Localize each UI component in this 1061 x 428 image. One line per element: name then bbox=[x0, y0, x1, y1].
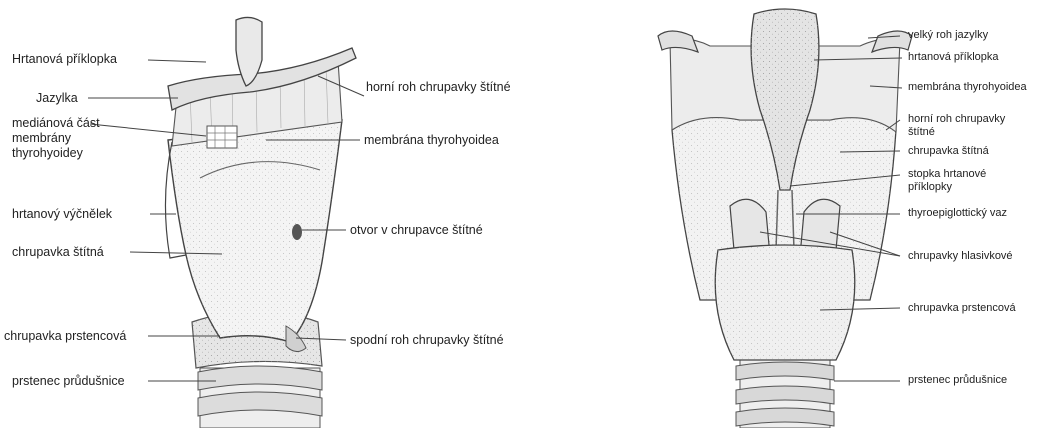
larynx-anterior-view: Hrtanová příklopka Jazylka mediánová čás… bbox=[0, 0, 540, 428]
label-thyroepiglotticky: thyroepiglottický vaz bbox=[908, 207, 1007, 220]
label-chrupavka-stitna: chrupavka štítná bbox=[12, 245, 104, 260]
label-membrana-thyrohyoidea: membrána thyrohyoidea bbox=[364, 133, 499, 148]
label-spodni-roh: spodní roh chrupavky štítné bbox=[350, 333, 515, 348]
label-prstencova: chrupavka prstencová bbox=[908, 302, 1016, 315]
label-membrana-thyrohyoidea: membrána thyrohyoidea bbox=[908, 81, 1027, 94]
label-hrtanova-priklopka: hrtanová příklopka bbox=[908, 51, 999, 64]
label-prstenec: prstenec průdušnice bbox=[908, 374, 1007, 387]
label-stopka: stopka hrtanové příklopky bbox=[908, 168, 1020, 194]
thyroid-foramen-shape bbox=[292, 224, 302, 240]
larynx-posterior-view: velký roh jazylky hrtanová příklopka mem… bbox=[600, 0, 1061, 428]
trachea-shape bbox=[198, 366, 322, 428]
trachea-shape bbox=[736, 360, 834, 428]
label-horni-roh: horní roh chrupavky štítné bbox=[366, 80, 521, 95]
label-horni-roh: horní roh chrupavky štítné bbox=[908, 113, 1028, 139]
label-velky-roh: velký roh jazylky bbox=[908, 29, 988, 42]
label-hrtanovy-vycnelek: hrtanový výčnělek bbox=[12, 207, 112, 222]
label-hrtanova-priklopka: Hrtanová příklopka bbox=[12, 52, 117, 67]
label-jazylka: Jazylka bbox=[36, 91, 78, 106]
label-chrupavka-prstencova: chrupavka prstencová bbox=[4, 329, 126, 344]
label-prstenec-prudusnice: prstenec průdušnice bbox=[12, 374, 125, 389]
label-hlasivkove: chrupavky hlasivkové bbox=[908, 250, 1013, 263]
label-medianova-cast: mediánová část membrány thyrohyoidey bbox=[12, 116, 112, 161]
label-chrupavka-stitna: chrupavka štítná bbox=[908, 145, 989, 158]
label-otvor: otvor v chrupavce štítné bbox=[350, 223, 483, 238]
